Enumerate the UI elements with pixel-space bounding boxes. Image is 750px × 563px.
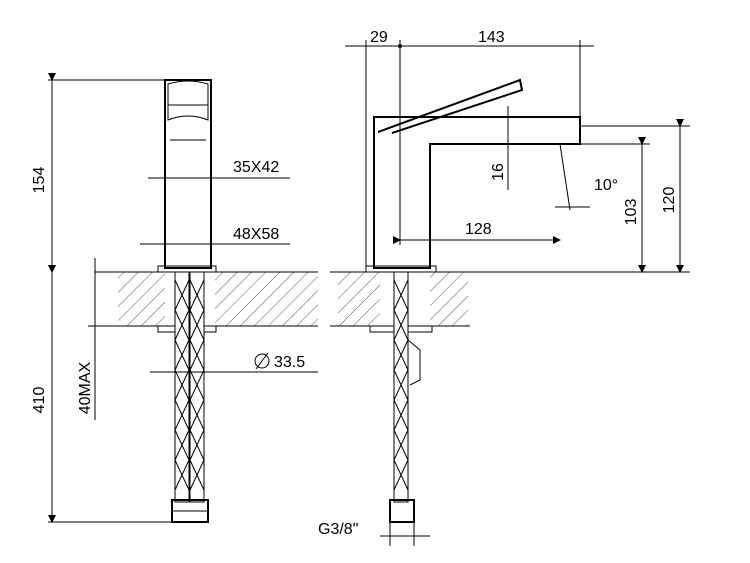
dim-40max: 40MAX: [77, 361, 94, 414]
dim-120: 120: [661, 187, 678, 214]
countertop-left: [118, 272, 318, 326]
hoses-front: [171, 271, 209, 523]
dim-diameter-33-5: 33.5: [274, 354, 305, 371]
dim-16: 16: [490, 163, 507, 181]
dim-103: 103: [623, 199, 640, 226]
front-view: 154 410 40MAX 35X42 48X58 33.5: [31, 73, 318, 523]
dim-154: 154: [31, 167, 48, 194]
dim-143: 143: [478, 29, 505, 46]
side-view: 29 143 120 103 16 10° 128 G3/8": [318, 29, 690, 546]
dim-10-degree: 10°: [594, 177, 618, 194]
tap-body-side: [373, 116, 581, 269]
dim-g3-8: G3/8": [318, 521, 358, 538]
hose-side: [389, 271, 421, 523]
dim-48x58: 48X58: [233, 226, 279, 243]
dim-410: 410: [31, 387, 48, 414]
dim-128: 128: [465, 221, 492, 238]
dim-35x42: 35X42: [233, 159, 279, 176]
tap-body-front: [164, 79, 212, 269]
dim-29: 29: [370, 29, 388, 46]
